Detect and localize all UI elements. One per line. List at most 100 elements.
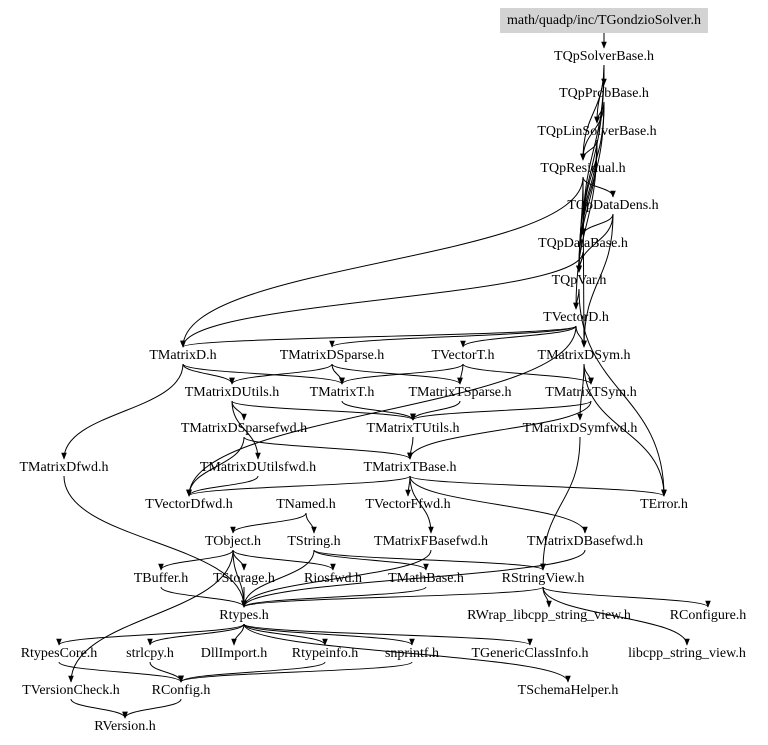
edge-n22-n26 — [409, 475, 667, 497]
node-tvectort-h[interactable]: TVectorT.h — [431, 348, 495, 363]
node-tmatrixfbasefwd-h[interactable]: TMatrixFBasefwd.h — [374, 534, 488, 549]
node-rstringview-h[interactable]: RStringView.h — [501, 571, 585, 586]
edge-n8-n12 — [575, 325, 587, 348]
node-strlcpy-h[interactable]: strlcpy.h — [126, 646, 174, 661]
node-rtypescore-h[interactable]: RtypesCore.h — [20, 646, 98, 661]
node-tvectordfwd-h[interactable]: TVectorDfwd.h — [145, 497, 233, 512]
edge-n16-n18 — [410, 400, 592, 421]
node-tstring-h[interactable]: TString.h — [287, 534, 341, 549]
node-rtypes-h[interactable]: Rtypes.h — [219, 608, 269, 623]
edge-n7-n26 — [578, 288, 667, 497]
edge-n35-n36 — [241, 586, 544, 608]
edge-n42-n47 — [178, 661, 326, 683]
node-tmatrixdsparse-h[interactable]: TMatrixDSparse.h — [279, 348, 385, 363]
edge-n28-n35 — [313, 549, 546, 571]
node-tmatrixtutils-h[interactable]: TMatrixTUtils.h — [366, 421, 460, 436]
edge-n11-n16 — [462, 363, 594, 385]
edge-n13-n21 — [231, 400, 261, 460]
edge-n19-n35 — [540, 436, 581, 571]
edge-n11-n14 — [339, 363, 464, 385]
edge-n34-n36 — [241, 586, 427, 608]
node-rversion-h[interactable]: RVersion.h — [94, 719, 156, 734]
edge-n24-n27 — [230, 512, 307, 534]
node-tmatrixdutilsfwd-h[interactable]: TMatrixDUtilsfwd.h — [199, 460, 317, 475]
node-tversioncheck-h[interactable]: TVersionCheck.h — [22, 683, 120, 698]
edge-n22-n23 — [186, 475, 411, 497]
edge-n36-n43 — [243, 623, 415, 646]
edge-n43-n47 — [178, 661, 413, 683]
edge-n36-n48 — [243, 623, 571, 683]
node-tobject-h[interactable]: TObject.h — [204, 534, 262, 549]
node-snprintf-h[interactable]: snprintf.h — [384, 646, 440, 661]
edge-n2-n4 — [580, 101, 605, 161]
node-tnamed-h[interactable]: TNamed.h — [276, 497, 336, 512]
edge-n39-n47 — [58, 661, 184, 683]
edge-n35-n45 — [542, 586, 690, 646]
edge-n28-n34 — [313, 549, 429, 571]
edge-n10-n15 — [331, 363, 463, 385]
node-rwrap-libcpp-string-view-h[interactable]: RWrap_libcpp_string_view.h — [467, 608, 631, 623]
node-tqpdatabase-h[interactable]: TQpDataBase.h — [538, 236, 628, 251]
node-rconfigure-h[interactable]: RConfigure.h — [669, 608, 747, 623]
edge-n20-n36 — [63, 475, 247, 608]
edge-n36-n40 — [147, 623, 245, 646]
node-tmatrixtbase-h[interactable]: TMatrixTBase.h — [363, 460, 457, 475]
node-tvectorffwd-h[interactable]: TVectorFfwd.h — [365, 497, 451, 512]
node-terror-h[interactable]: TError.h — [640, 497, 688, 512]
edge-n46-n49 — [70, 698, 128, 719]
edge-n24-n28 — [305, 512, 317, 534]
node-tmatrixtsparse-h[interactable]: TMatrixTSparse.h — [408, 385, 512, 400]
edge-n18-n22 — [407, 436, 414, 460]
node-tschemahelper-h[interactable]: TSchemaHelper.h — [517, 683, 619, 698]
node-tmatrixdfwd-h[interactable]: TMatrixDfwd.h — [19, 460, 109, 475]
node-rtypeinfo-h[interactable]: Rtypeinfo.h — [291, 646, 359, 661]
edge-n22-n29 — [409, 475, 434, 534]
node-tgondziosolver-h[interactable]: math/quadp/inc/TGondzioSolver.h — [499, 8, 709, 33]
edge-n27-n46 — [68, 549, 234, 683]
node-tqpsolverbase-h[interactable]: TQpSolverBase.h — [554, 49, 654, 64]
node-tmatrixt-h[interactable]: TMatrixT.h — [309, 385, 375, 400]
edge-n10-n13 — [229, 363, 333, 385]
node-tqpresidual-h[interactable]: TQpResidual.h — [540, 161, 626, 176]
node-libcpp-string-view-h[interactable]: libcpp_string_view.h — [628, 646, 746, 661]
edge-n30-n36 — [241, 549, 586, 608]
node-tmatrixdutils-h[interactable]: TMatrixDUtils.h — [184, 385, 280, 400]
node-riosfwd-h[interactable]: Riosfwd.h — [304, 571, 362, 586]
node-tbuffer-h[interactable]: TBuffer.h — [133, 571, 189, 586]
edge-n29-n36 — [241, 549, 432, 608]
node-tmatrixtsym-h[interactable]: TMatrixTSym.h — [545, 385, 637, 400]
node-tqplinsolverbase-h[interactable]: TQpLinSolverBase.h — [537, 124, 657, 139]
node-tqpprobbase-h[interactable]: TQpProbBase.h — [559, 86, 649, 101]
edge-n9-n14 — [182, 363, 345, 385]
edge-n3-n8 — [573, 139, 598, 310]
edge-n27-n31 — [158, 549, 234, 571]
node-dllimport-h[interactable]: DllImport.h — [200, 646, 268, 661]
node-tmatrixdsparsefwd-h[interactable]: TMatrixDSparsefwd.h — [180, 421, 308, 436]
node-tmathbase-h[interactable]: TMathBase.h — [388, 571, 464, 586]
edge-n36-n39 — [56, 623, 245, 646]
node-tmatrixd-h[interactable]: TMatrixD.h — [149, 348, 217, 363]
edge-n16-n22 — [407, 400, 592, 460]
edge-n47-n49 — [122, 698, 182, 719]
edge-n1-n4 — [580, 64, 605, 161]
edge-n22-n30 — [409, 475, 588, 534]
node-tqpdatadens-h[interactable]: TQpDataDens.h — [567, 198, 659, 213]
edge-n27-n33 — [232, 549, 336, 571]
node-tmatrixdbasefwd-h[interactable]: TMatrixDBasefwd.h — [526, 534, 644, 549]
edge-n17-n23 — [186, 436, 245, 497]
edge-n4-n12 — [581, 176, 587, 348]
node-rconfig-h[interactable]: RConfig.h — [151, 683, 211, 698]
edge-n36-n44 — [243, 623, 533, 646]
edge-n17-n22 — [243, 436, 413, 460]
node-tmatrixdsym-h[interactable]: TMatrixDSym.h — [537, 348, 631, 363]
edge-n6-n9 — [180, 251, 584, 348]
node-tmatrixdsymfwd-h[interactable]: TMatrixDSymfwd.h — [522, 421, 638, 436]
node-tstorage-h[interactable]: TStorage.h — [213, 571, 275, 586]
node-tqpvar-h[interactable]: TQpVar.h — [551, 273, 607, 288]
edge-n8-n11 — [460, 325, 577, 348]
node-tvectord-h[interactable]: TVectorD.h — [543, 310, 609, 325]
edge-n8-n10 — [329, 325, 577, 348]
edge-n11-n15 — [457, 363, 464, 385]
node-tgenericclassinfo-h[interactable]: TGenericClassInfo.h — [471, 646, 589, 661]
